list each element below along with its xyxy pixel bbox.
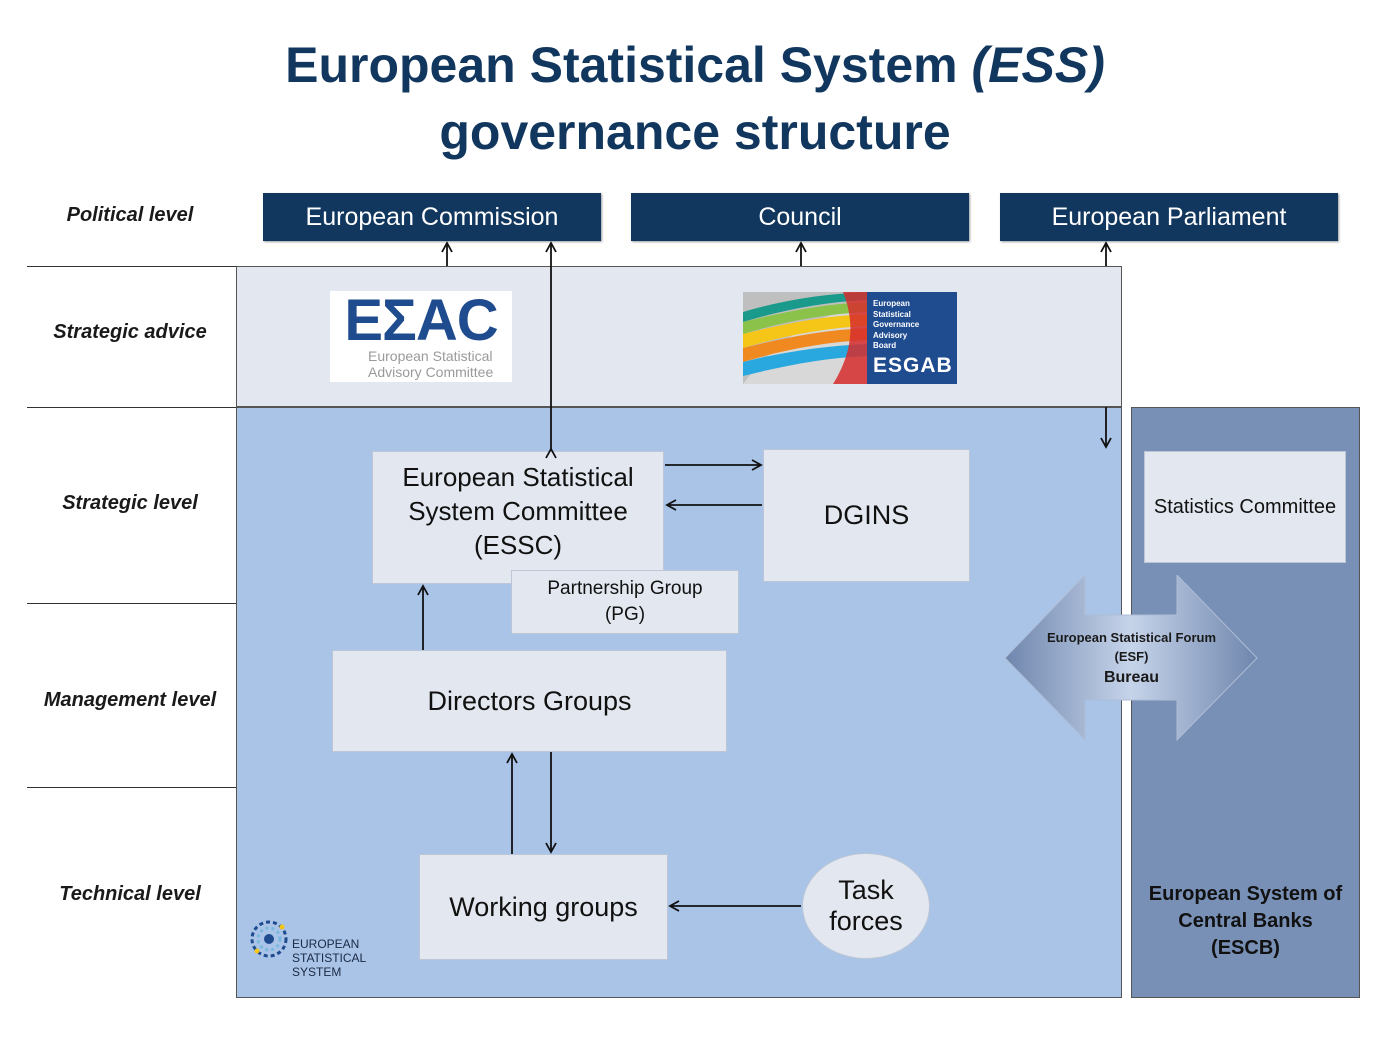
title-main: European Statistical System [285,37,958,93]
european-parliament-box: European Parliament [1000,193,1338,241]
escb-line2: Central Banks [1178,910,1313,932]
esac-line1: European Statistical [368,348,493,364]
esf-double-arrow-icon [1005,575,1258,741]
essc-box: European Statistical System Committee (E… [372,451,664,584]
dgins-box: DGINS [763,449,970,582]
escb-label: European System of Central Banks (ESCB) [1131,881,1360,962]
statistics-committee-box: Statistics Committee [1144,451,1346,563]
esgab-line5: Board [873,341,897,350]
ess-stars-icon [250,920,288,958]
directors-groups-box: Directors Groups [332,650,727,752]
esgab-stripes-icon [743,292,867,384]
page-title-line2: governance structure [439,104,951,160]
essc-line2: System Committee [408,495,628,526]
level-strategic-advice: Strategic advice [53,321,207,343]
esgab-line2: Statistical [873,309,911,319]
separator-management [27,787,237,788]
essc-line3: (ESSC) [473,529,563,560]
esgab-line4: Advisory [873,330,908,340]
pg-line2: (PG) [604,604,646,625]
task-forces-line1: Task [838,875,894,905]
separator-advice [27,407,237,408]
task-forces-ellipse: Task forces [802,853,930,959]
page-title: European Statistical System (ESS) [0,32,1390,98]
separator-strategic [27,603,237,604]
title-abbr: (ESS) [971,37,1105,93]
ess-logo-line3: SYSTEM [292,965,342,979]
pg-line1: Partnership Group [547,578,703,599]
esf-line3: Bureau [1103,669,1160,686]
esf-label: European Statistical Forum (ESF) Bureau [1005,628,1258,690]
escb-line3: (ESCB) [1211,937,1280,959]
esf-line2: (ESF) [1114,649,1149,664]
partnership-group-box: Partnership Group (PG) [511,570,739,634]
esac-mark: EΣAC [344,288,498,353]
level-strategic: Strategic level [62,492,198,514]
ess-logo-line2: STATISTICAL [292,951,367,965]
council-box: Council [631,193,969,241]
european-commission-box: European Commission [263,193,601,241]
esgab-acronym: ESGAB [873,354,953,377]
esgab-panel: European Statistical Governance Advisory… [867,292,957,384]
ess-logo-line1: EUROPEAN [292,937,360,951]
esgab-line3: Governance [873,320,920,329]
level-technical: Technical level [59,883,201,905]
separator-political [27,266,237,267]
esf-line1: European Statistical Forum [1046,630,1217,645]
level-management: Management level [43,689,217,711]
ess-logo-text: EUROPEAN STATISTICAL SYSTEM [292,937,366,979]
task-forces-line2: forces [829,906,903,936]
escb-line1: European System of [1148,883,1343,905]
esac-logo: EΣAC European Statistical Advisory Commi… [330,288,512,382]
esac-line2: Advisory Committee [368,364,494,380]
level-political: Political level [66,204,194,226]
working-groups-box: Working groups [419,854,668,960]
esgab-text: European Statistical Governance Advisory… [873,299,919,352]
ess-logo: EUROPEAN STATISTICAL SYSTEM [249,919,379,981]
esgab-line1: European [873,299,910,308]
essc-line1: European Statistical [402,461,634,492]
esgab-logo: European Statistical Governance Advisory… [743,292,957,384]
